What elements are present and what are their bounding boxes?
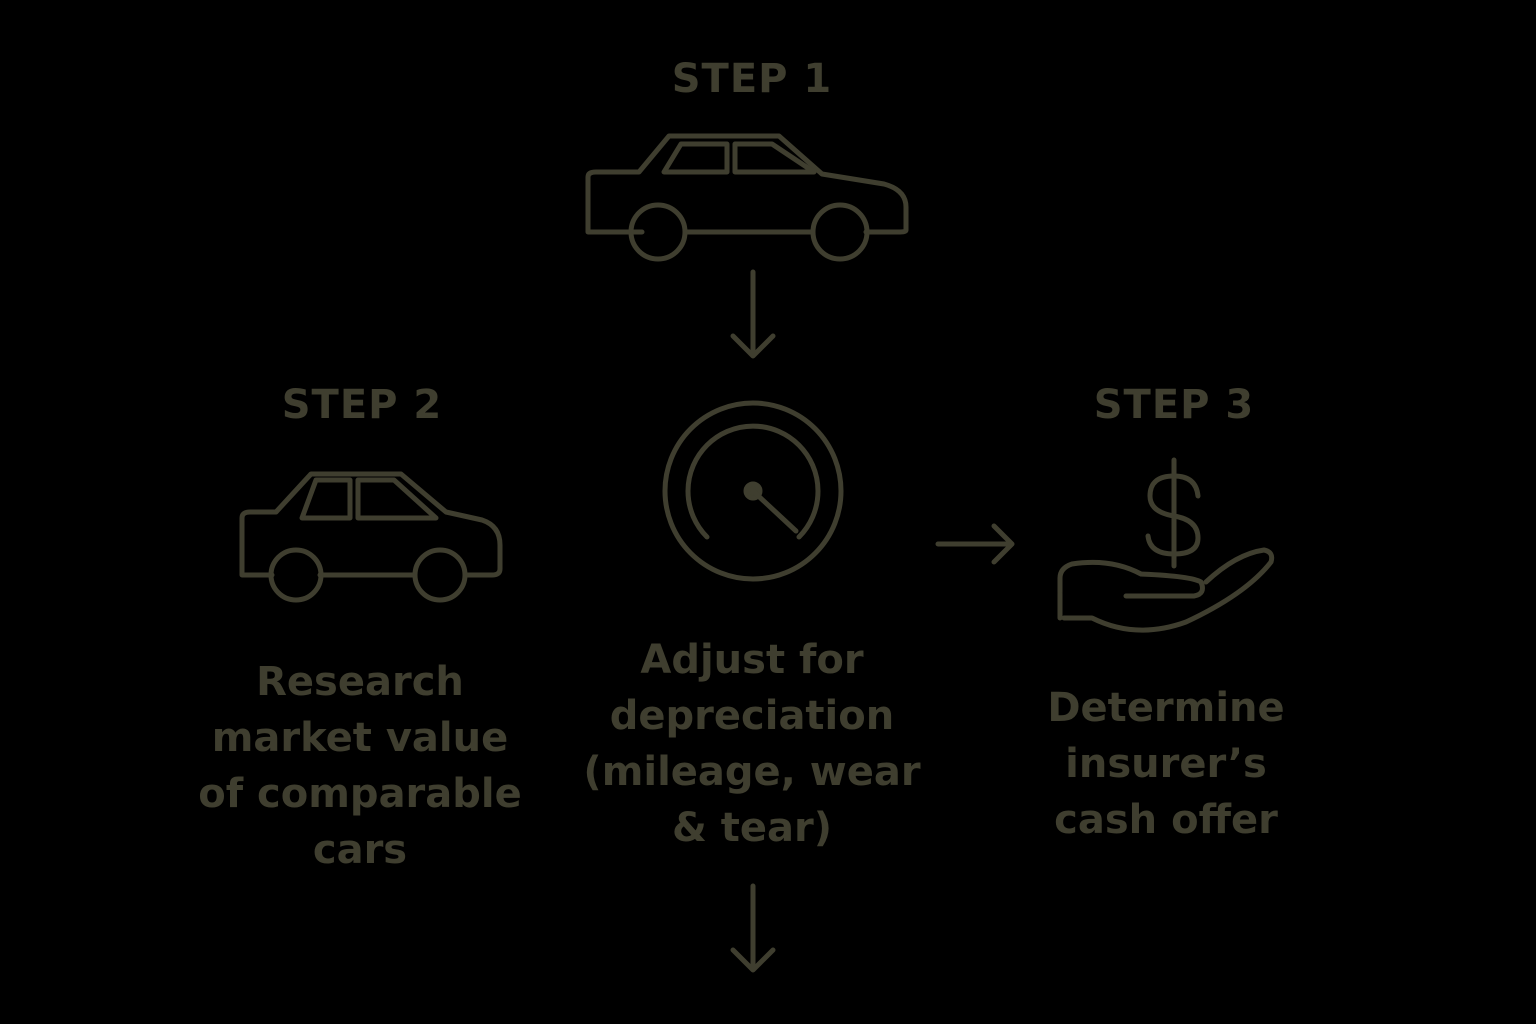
step-1-label: STEP 1 (671, 56, 833, 102)
step-2-description-line: market value (211, 715, 509, 761)
speedometer-icon (658, 396, 848, 586)
arrow-down-icon (728, 882, 778, 977)
step-3-description: Determine insurer’s cash offer (1047, 680, 1284, 848)
center-description-line: depreciation (609, 693, 895, 739)
dollar-hand-icon (1056, 454, 1281, 644)
step-2-description-line: cars (312, 827, 408, 873)
arrow-right-icon (934, 520, 1024, 570)
step-3-description-line: insurer’s (1065, 741, 1267, 787)
arrow-down-icon (728, 268, 778, 363)
center-description-line: & tear) (671, 805, 833, 851)
car-icon (584, 132, 914, 267)
step-2-description: Research market value of comparable cars (198, 654, 522, 878)
step-2-description-line: of comparable (198, 771, 522, 817)
center-description: Adjust for depreciation (mileage, wear &… (583, 632, 920, 856)
center-description-line: (mileage, wear (583, 749, 921, 795)
step-2-label: STEP 2 (281, 382, 443, 428)
step-3-description-line: cash offer (1054, 797, 1278, 843)
step-3-description-line: Determine (1047, 685, 1285, 731)
car-icon (236, 470, 504, 610)
step-3-label: STEP 3 (1093, 382, 1255, 428)
step-2-description-line: Research (256, 659, 464, 705)
center-description-line: Adjust for (640, 637, 864, 683)
